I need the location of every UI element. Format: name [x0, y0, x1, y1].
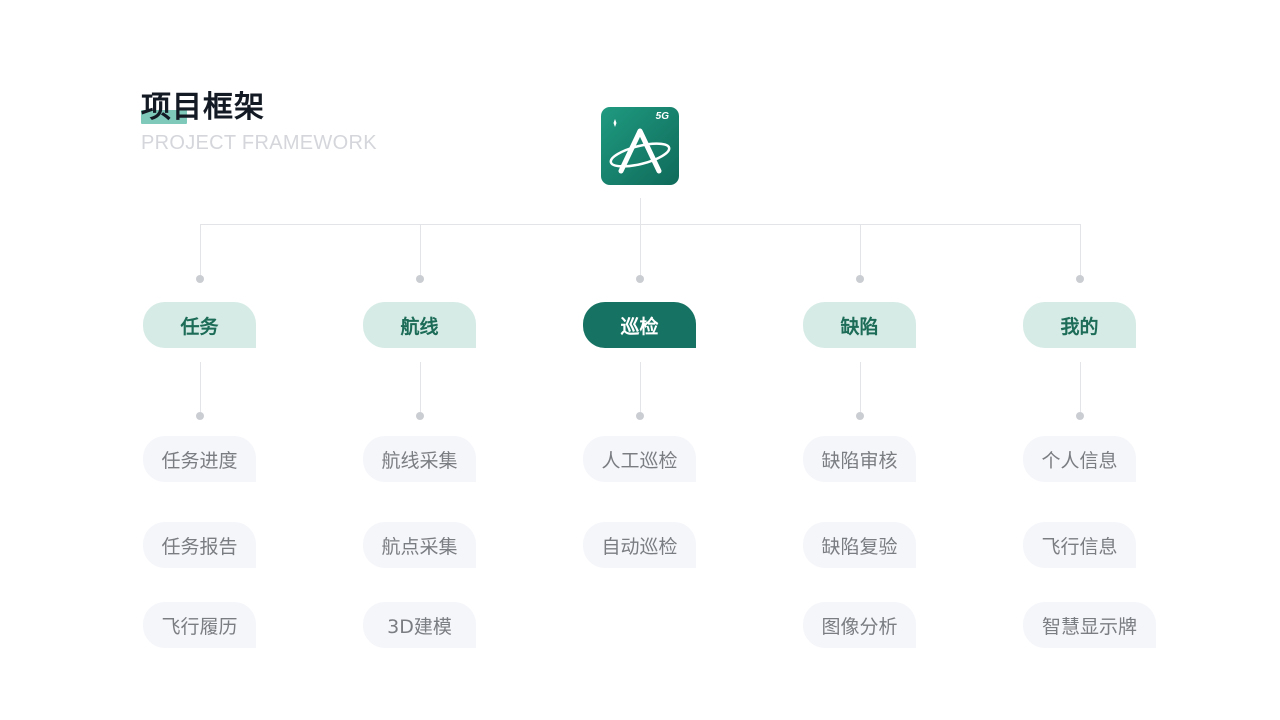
- sub-item-node[interactable]: 航点采集: [363, 522, 476, 568]
- page-subtitle: PROJECT FRAMEWORK: [141, 132, 377, 154]
- category-node[interactable]: 航线: [363, 302, 476, 348]
- connector-line: [640, 224, 641, 276]
- sub-item-node[interactable]: 图像分析: [803, 602, 916, 648]
- category-node[interactable]: 任务: [143, 302, 256, 348]
- title-block: 项目框架 PROJECT FRAMEWORK: [141, 90, 377, 155]
- sub-item-node[interactable]: 个人信息: [1023, 436, 1136, 482]
- app-logo-icon: 5G: [601, 107, 679, 185]
- connector-line: [640, 198, 641, 225]
- title-accent-bar: [141, 110, 187, 124]
- connector-line: [420, 362, 421, 412]
- sub-item-node[interactable]: 任务进度: [143, 436, 256, 482]
- sub-item-node[interactable]: 任务报告: [143, 522, 256, 568]
- connector-line: [420, 224, 421, 276]
- sub-item-node[interactable]: 智慧显示牌: [1023, 602, 1156, 648]
- sub-item-node[interactable]: 航线采集: [363, 436, 476, 482]
- connector-line: [200, 362, 201, 412]
- connector-line: [1080, 224, 1081, 276]
- connector-dot: [856, 412, 864, 420]
- sub-item-node[interactable]: 缺陷复验: [803, 522, 916, 568]
- connector-dot: [416, 275, 424, 283]
- sub-item-node[interactable]: 自动巡检: [583, 522, 696, 568]
- sub-item-node[interactable]: 3D建模: [363, 602, 476, 648]
- connector-line: [640, 362, 641, 412]
- connector-dot: [416, 412, 424, 420]
- sub-item-node[interactable]: 人工巡检: [583, 436, 696, 482]
- category-node[interactable]: 我的: [1023, 302, 1136, 348]
- connector-line: [860, 224, 861, 276]
- connector-line: [1080, 362, 1081, 412]
- category-node[interactable]: 巡检: [583, 302, 696, 348]
- connector-dot: [856, 275, 864, 283]
- sub-item-node[interactable]: 飞行信息: [1023, 522, 1136, 568]
- connector-line: [200, 224, 201, 276]
- connector-dot: [636, 412, 644, 420]
- connector-dot: [1076, 412, 1084, 420]
- sub-item-node[interactable]: 缺陷审核: [803, 436, 916, 482]
- connector-dot: [1076, 275, 1084, 283]
- connector-dot: [196, 412, 204, 420]
- connector-line: [860, 362, 861, 412]
- 5g-badge: 5G: [655, 111, 669, 122]
- page-title: 项目框架: [141, 90, 265, 125]
- sub-item-node[interactable]: 飞行履历: [143, 602, 256, 648]
- connector-dot: [196, 275, 204, 283]
- category-node[interactable]: 缺陷: [803, 302, 916, 348]
- title-wrap: 项目框架: [141, 90, 265, 126]
- connector-dot: [636, 275, 644, 283]
